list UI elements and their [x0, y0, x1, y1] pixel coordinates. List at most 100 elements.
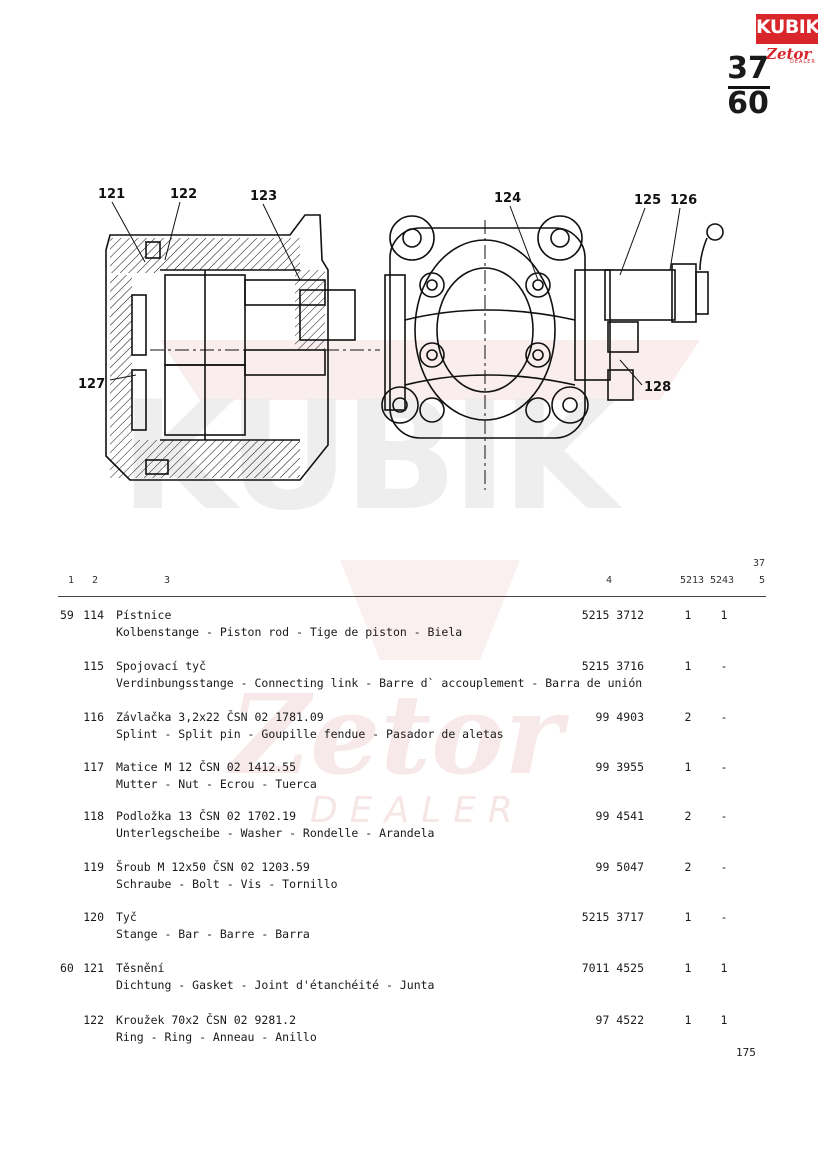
part-name: Podložka 13 ČSN 02 1702.19 [116, 809, 297, 823]
qty-5243: - [720, 710, 728, 724]
qty-5213: 1 [684, 659, 692, 673]
part-number: 99 5047 [595, 860, 644, 874]
position-number: 119 [83, 860, 104, 874]
position-number: 122 [83, 1013, 104, 1027]
header-col-5: 5213 [680, 575, 705, 586]
part-translations: Kolbenstange - Piston rod - Tige de pist… [116, 625, 463, 639]
part-translations: Schraube - Bolt - Vis - Tornillo [116, 877, 338, 891]
callout-126: 126 [670, 193, 698, 208]
part-number: 99 4903 [595, 710, 644, 724]
header-col-1: 1 [68, 575, 75, 586]
fig-number: 59 [60, 608, 74, 622]
part-number: 5215 3717 [581, 910, 644, 924]
qty-5243: - [720, 659, 728, 673]
part-number: 5215 3716 [581, 659, 644, 673]
part-translations: Stange - Bar - Barre - Barra [116, 927, 310, 941]
page-ref-divider [728, 86, 770, 89]
logo-zetor: Zetor [766, 45, 812, 63]
part-translations: Ring - Ring - Anneau - Anillo [116, 1030, 317, 1044]
position-number: 114 [83, 608, 104, 622]
part-translations: Unterlegscheibe - Washer - Rondelle - Ar… [116, 826, 435, 840]
header-col-3: 3 [164, 575, 171, 586]
qty-5213: 1 [684, 608, 692, 622]
part-name: Kroužek 70x2 ČSN 02 9281.2 [116, 1013, 297, 1027]
part-number: 7011 4525 [581, 961, 644, 975]
header-col-2: 2 [92, 575, 99, 586]
callout-127: 127 [78, 377, 106, 392]
part-number: 5215 3712 [581, 608, 644, 622]
part-number: 99 3955 [595, 760, 644, 774]
part-name: Spojovací tyč [116, 659, 207, 673]
part-number: 99 4541 [595, 809, 644, 823]
qty-5213: 1 [684, 760, 692, 774]
part-translations: Splint - Split pin - Goupille fendue - P… [116, 727, 504, 741]
qty-5213: 1 [684, 1013, 692, 1027]
qty-5213: 2 [684, 860, 692, 874]
left-housing-outline [105, 214, 329, 481]
header-rule [58, 596, 766, 597]
section-ref: 37 [753, 558, 766, 569]
page-ref-bottom: 60 [727, 86, 769, 121]
position-number: 116 [83, 710, 104, 724]
qty-5213: 1 [684, 910, 692, 924]
qty-5243: 1 [720, 961, 728, 975]
qty-5213: 1 [684, 961, 692, 975]
callout-124: 124 [494, 191, 522, 206]
kubik-zetor-logo: KUBIK Zetor DEALER [756, 14, 820, 65]
qty-5213: 2 [684, 710, 692, 724]
logo-dealer: DEALER [790, 59, 816, 65]
callout-128: 128 [644, 380, 672, 395]
qty-5243: - [720, 860, 728, 874]
qty-5243: - [720, 760, 728, 774]
callout-123: 123 [250, 189, 278, 204]
header-col-4: 4 [606, 575, 613, 586]
position-number: 120 [83, 910, 104, 924]
page-ref-top: 37 [727, 51, 769, 86]
qty-5243: 1 [720, 1013, 728, 1027]
part-translations: Mutter - Nut - Ecrou - Tuerca [116, 777, 317, 791]
part-translations: Dichtung - Gasket - Joint d'étanchéité -… [116, 978, 435, 992]
hydraulic-pump-drawing [105, 201, 724, 490]
position-number: 115 [83, 659, 104, 673]
qty-5243: 1 [720, 608, 728, 622]
right-housing-outline [389, 227, 586, 439]
page-number: 175 [736, 1046, 756, 1059]
position-number: 117 [83, 760, 104, 774]
position-number: 118 [83, 809, 104, 823]
part-name: Těsnění [116, 961, 165, 975]
qty-5213: 2 [684, 809, 692, 823]
logo-word: KUBIK [756, 16, 820, 38]
logo-bar [756, 14, 818, 44]
part-translations: Verdinbungsstange - Connecting link - Ba… [116, 676, 643, 690]
callout-125: 125 [634, 193, 662, 208]
position-number: 121 [83, 961, 104, 975]
callout-122: 122 [170, 187, 198, 202]
qty-5243: - [720, 910, 728, 924]
part-number: 97 4522 [595, 1013, 644, 1027]
part-name: Pístnice [116, 608, 172, 622]
part-name: Tyč [116, 910, 137, 924]
header-col-7: 5 [759, 575, 766, 586]
part-name: Závlačka 3,2x22 ČSN 02 1781.09 [116, 710, 324, 724]
callout-121: 121 [98, 187, 126, 202]
part-name: Matice M 12 ČSN 02 1412.55 [116, 760, 297, 774]
qty-5243: - [720, 809, 728, 823]
